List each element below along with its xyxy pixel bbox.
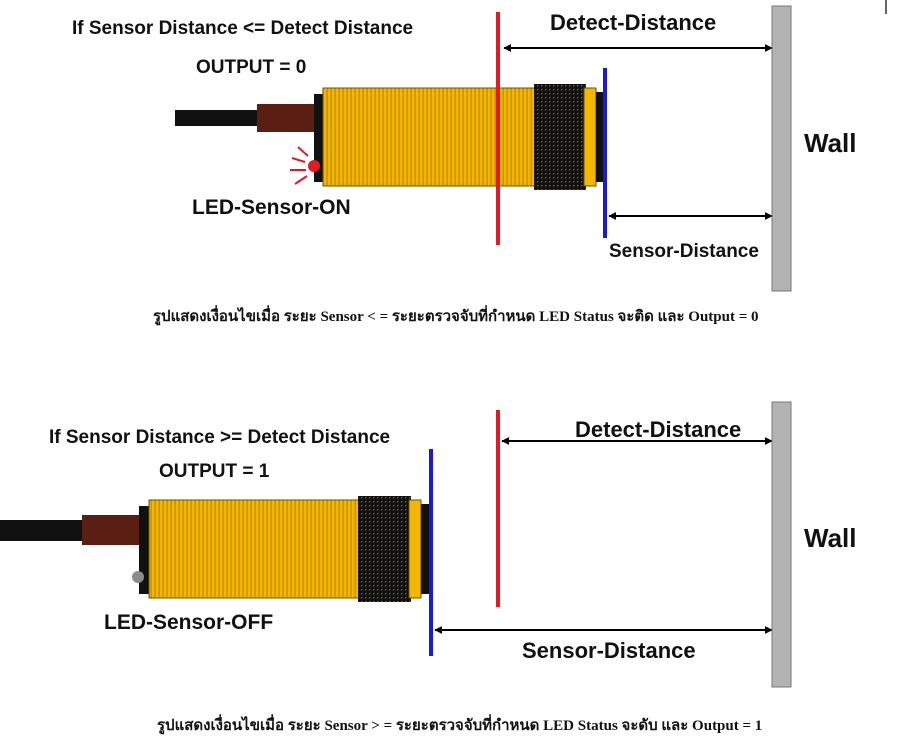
sensor-lens bbox=[421, 504, 429, 594]
led-label: LED-Sensor-ON bbox=[192, 196, 351, 219]
sensor-distance-label: Sensor-Distance bbox=[522, 638, 696, 663]
led-label: LED-Sensor-OFF bbox=[104, 611, 273, 634]
wall bbox=[771, 401, 792, 688]
sensor-cable bbox=[175, 110, 257, 126]
photoelectric-sensor bbox=[175, 84, 604, 190]
caption-text: รูปแสดงเงื่อนไขเมื่อ ระยะ Sensor > = ระย… bbox=[157, 714, 762, 735]
wall bbox=[771, 5, 792, 292]
sensor-lock-nut bbox=[358, 496, 411, 602]
wall-label: Wall bbox=[804, 128, 856, 158]
condition-text: If Sensor Distance >= Detect Distance bbox=[49, 427, 390, 448]
sensor-rear-cap bbox=[139, 506, 149, 594]
wall-label: Wall bbox=[804, 523, 856, 553]
sensor-body bbox=[322, 87, 537, 187]
output-text: OUTPUT = 0 bbox=[196, 57, 306, 78]
sensor-distance-label: Sensor-Distance bbox=[609, 241, 759, 262]
sensor-lens bbox=[596, 92, 604, 182]
sensor-body bbox=[148, 499, 361, 599]
detect-distance-label: Detect-Distance bbox=[550, 10, 716, 35]
cable-boot bbox=[257, 104, 315, 132]
led-indicator-off bbox=[132, 571, 144, 583]
panel-led-off: If Sensor Distance >= Detect Distance OU… bbox=[0, 401, 856, 735]
detect-distance-label: Detect-Distance bbox=[575, 417, 741, 442]
cable-boot bbox=[82, 515, 140, 545]
sensor-lock-nut bbox=[534, 84, 586, 190]
photoelectric-sensor bbox=[0, 496, 429, 602]
sensor-rear-cap bbox=[314, 94, 323, 182]
sensor-front-thread bbox=[408, 499, 422, 599]
led-indicator-on bbox=[290, 146, 320, 185]
sensor-front-thread bbox=[583, 87, 597, 187]
condition-text: If Sensor Distance <= Detect Distance bbox=[72, 18, 413, 39]
sensor-cable bbox=[0, 520, 82, 541]
panel-led-on: If Sensor Distance <= Detect Distance OU… bbox=[72, 5, 856, 326]
output-text: OUTPUT = 1 bbox=[159, 461, 270, 482]
caption-text: รูปแสดงเงื่อนไขเมื่อ ระยะ Sensor < = ระย… bbox=[153, 305, 759, 326]
